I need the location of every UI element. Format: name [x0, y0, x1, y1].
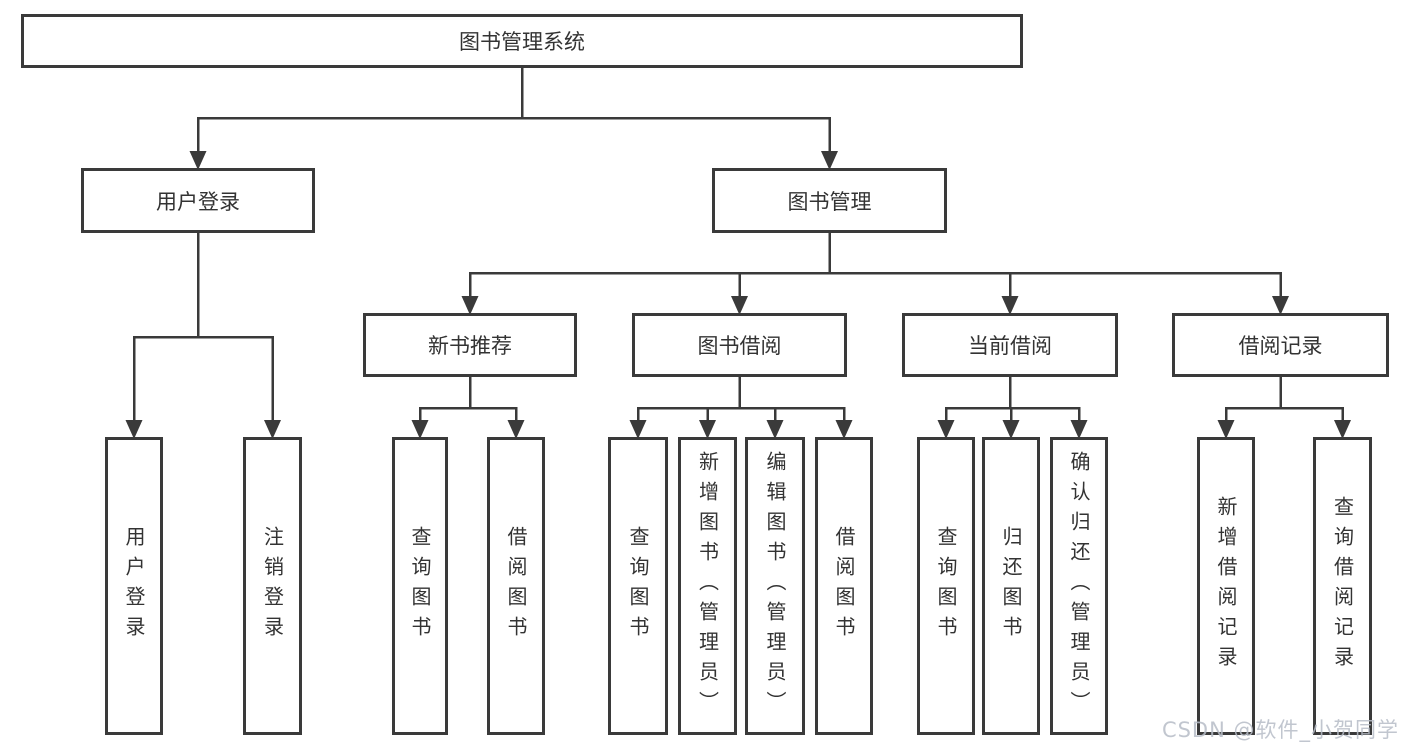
node-edit-books-admin: 编辑图书（管理员）: [745, 437, 805, 735]
node-book-borrow: 图书借阅: [632, 313, 847, 377]
node-root: 图书管理系统: [21, 14, 1023, 68]
node-label: 归还图书: [999, 526, 1023, 646]
node-label: 新增图书（管理员）: [695, 451, 720, 721]
node-label: 新增借阅记录: [1214, 496, 1238, 676]
node-user-login-group: 用户登录: [81, 168, 315, 233]
node-new-book-rec: 新书推荐: [363, 313, 577, 377]
node-label: 确认归还（管理员）: [1067, 451, 1091, 721]
node-label: 图书借阅: [697, 334, 782, 358]
node-label: 查询图书: [934, 526, 958, 646]
node-add-borrow-record: 新增借阅记录: [1197, 437, 1255, 735]
node-current-borrow: 当前借阅: [902, 313, 1118, 377]
node-confirm-return-admin: 确认归还（管理员）: [1050, 437, 1108, 735]
node-borrow-books-1: 借阅图书: [487, 437, 545, 735]
node-label: 查询图书: [626, 526, 650, 646]
node-label: 借阅图书: [832, 526, 856, 646]
node-user-login: 用户登录: [105, 437, 163, 735]
node-book-mgmt: 图书管理: [712, 168, 947, 233]
node-label: 编辑图书（管理员）: [763, 451, 787, 721]
node-query-books-3: 查询图书: [917, 437, 975, 735]
node-label: 当前借阅: [968, 334, 1052, 358]
node-label: 注销登录: [260, 526, 285, 646]
node-query-books-2: 查询图书: [608, 437, 668, 735]
node-label: 图书管理系统: [459, 30, 585, 54]
node-label: 查询借阅记录: [1330, 496, 1355, 676]
node-label: 用户登录: [156, 189, 240, 214]
node-label: 图书管理: [787, 189, 872, 214]
node-label: 借阅图书: [504, 526, 528, 646]
node-query-borrow-record: 查询借阅记录: [1313, 437, 1372, 735]
node-borrow-records: 借阅记录: [1172, 313, 1389, 377]
node-label: 新书推荐: [428, 334, 512, 358]
node-borrow-books-2: 借阅图书: [815, 437, 873, 735]
node-return-books: 归还图书: [982, 437, 1040, 735]
node-label: 用户登录: [122, 526, 146, 646]
node-label: 查询图书: [408, 526, 432, 646]
node-query-books-1: 查询图书: [392, 437, 448, 735]
node-add-books-admin: 新增图书（管理员）: [678, 437, 737, 735]
node-label: 借阅记录: [1238, 334, 1323, 358]
node-logout: 注销登录: [243, 437, 302, 735]
